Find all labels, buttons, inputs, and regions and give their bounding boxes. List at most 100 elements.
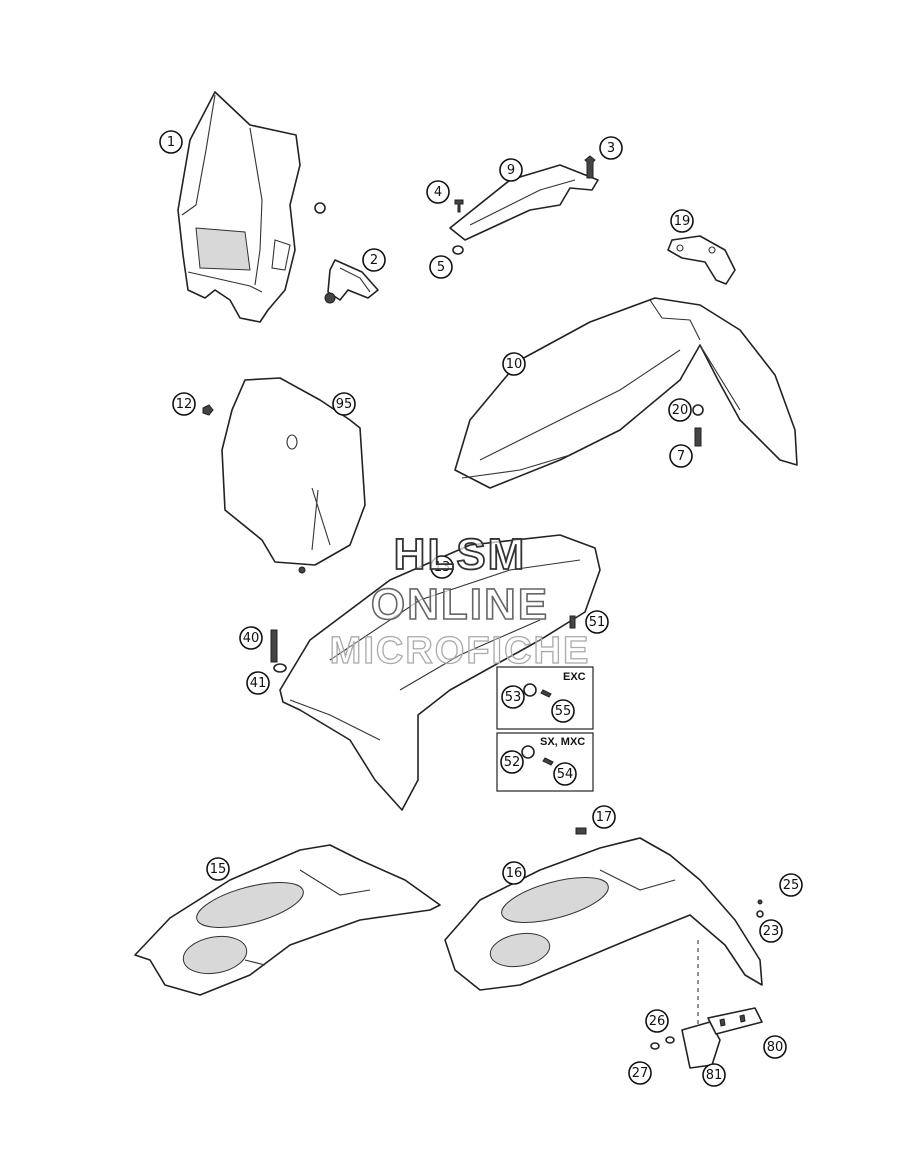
callout-19: 19 <box>670 209 694 233</box>
callout-circle <box>585 610 609 634</box>
callout-number: 20 <box>672 403 689 418</box>
fender-decal-16 <box>444 827 764 991</box>
callout-circle <box>206 857 230 881</box>
callout-circle <box>502 352 526 376</box>
callout-circle <box>500 750 524 774</box>
callout-number: 52 <box>504 755 521 770</box>
callout-15: 15 <box>206 857 230 881</box>
callout-circle <box>502 861 526 885</box>
bracket-19 <box>667 235 736 285</box>
variant-box-sx-mxc: SX, MXC <box>496 732 594 792</box>
callout-circle <box>669 444 693 468</box>
callout-number: 9 <box>507 163 515 178</box>
callout-number: 19 <box>674 214 691 229</box>
callout-95: 95 <box>332 392 356 416</box>
callout-number: 27 <box>632 1066 649 1081</box>
callout-circle <box>499 158 523 182</box>
callout-number: 15 <box>210 862 227 877</box>
callout-circle <box>430 555 454 579</box>
callout-20: 20 <box>668 398 692 422</box>
variant-label-exc: EXC <box>563 671 586 683</box>
callout-12: 12 <box>172 392 196 416</box>
callout-circle <box>429 255 453 279</box>
callout-number: 95 <box>336 397 353 412</box>
callout-circle <box>702 1063 726 1087</box>
callout-number: 81 <box>706 1068 723 1083</box>
variant-label-sx-mxc: SX, MXC <box>540 736 585 748</box>
bracket-9 <box>449 155 599 255</box>
callout-number: 5 <box>437 260 445 275</box>
callout-81: 81 <box>702 1063 726 1087</box>
callout-53: 53 <box>501 685 525 709</box>
callout-number: 7 <box>677 449 685 464</box>
callout-number: 26 <box>649 1014 666 1029</box>
callout-number: 10 <box>506 357 523 372</box>
callout-26: 26 <box>645 1009 669 1033</box>
callout-10: 10 <box>502 352 526 376</box>
callout-circle <box>670 209 694 233</box>
callout-51: 51 <box>585 610 609 634</box>
callout-number: 54 <box>557 767 574 782</box>
callout-circle <box>246 671 270 695</box>
callout-54: 54 <box>553 762 577 786</box>
callout-number: 80 <box>767 1040 784 1055</box>
callout-17: 17 <box>592 805 616 829</box>
callout-25: 25 <box>779 873 803 897</box>
callout-number: 12 <box>176 397 193 412</box>
callout-circle <box>628 1061 652 1085</box>
callout-number: 17 <box>596 810 613 825</box>
callout-circle <box>763 1035 787 1059</box>
callout-circle <box>426 180 450 204</box>
variant-box-exc: EXC <box>496 666 594 730</box>
callout-55: 55 <box>551 699 575 723</box>
callout-circle <box>332 392 356 416</box>
callout-number: 16 <box>506 866 523 881</box>
callout-3: 3 <box>599 136 623 160</box>
callout-2: 2 <box>362 248 386 272</box>
callout-40: 40 <box>239 626 263 650</box>
plate-holder <box>650 940 763 1069</box>
callout-number: 55 <box>555 704 572 719</box>
callout-4: 4 <box>426 180 450 204</box>
callout-41: 41 <box>246 671 270 695</box>
callout-number: 41 <box>250 676 267 691</box>
callout-27: 27 <box>628 1061 652 1085</box>
callout-number: 23 <box>763 924 780 939</box>
headlight-clamp <box>324 259 379 304</box>
callout-circle <box>553 762 577 786</box>
callout-7: 7 <box>669 444 693 468</box>
callout-circle <box>592 805 616 829</box>
callout-number: 25 <box>783 878 800 893</box>
callout-number: 1 <box>167 135 175 150</box>
callout-number: 2 <box>370 253 378 268</box>
callout-circle <box>668 398 692 422</box>
callout-circle <box>551 699 575 723</box>
callout-80: 80 <box>763 1035 787 1059</box>
callout-13: 13 <box>430 555 454 579</box>
callout-circle <box>172 392 196 416</box>
callout-23: 23 <box>759 919 783 943</box>
callout-52: 52 <box>500 750 524 774</box>
callout-number: 51 <box>589 615 606 630</box>
callout-circle <box>645 1009 669 1033</box>
rear-fender <box>270 534 601 811</box>
callout-9: 9 <box>499 158 523 182</box>
callout-circle <box>599 136 623 160</box>
callout-number: 13 <box>434 560 451 575</box>
callout-number: 3 <box>607 141 615 156</box>
callout-circle <box>362 248 386 272</box>
fender-decal-15 <box>134 844 441 996</box>
callout-number: 53 <box>505 690 522 705</box>
callout-circle <box>759 919 783 943</box>
callout-circle <box>159 130 183 154</box>
callout-5: 5 <box>429 255 453 279</box>
front-fender <box>454 297 798 489</box>
callout-circle <box>239 626 263 650</box>
callout-number: 4 <box>434 185 442 200</box>
headlight-mask <box>177 91 326 323</box>
callout-circle <box>501 685 525 709</box>
callout-number: 40 <box>243 631 260 646</box>
